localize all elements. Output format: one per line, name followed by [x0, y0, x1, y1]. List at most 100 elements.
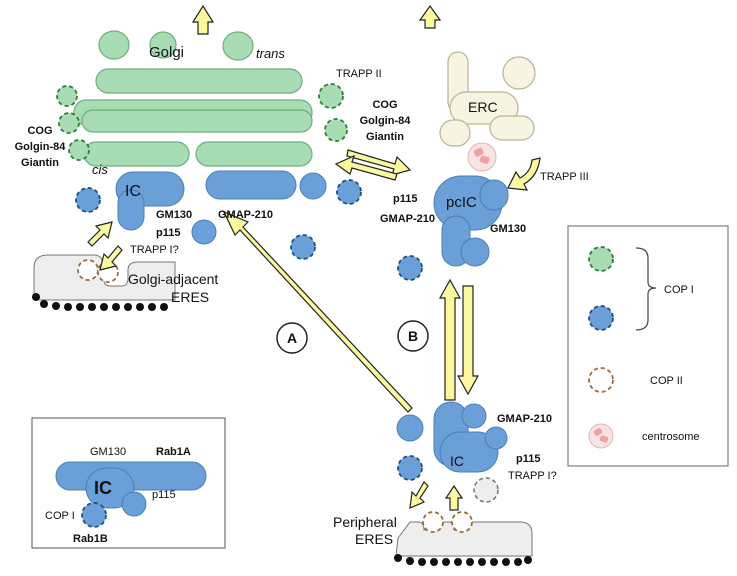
pcic-p115: p115: [393, 193, 417, 205]
trans-label: trans: [256, 46, 285, 61]
cog-right-3: Giantin: [366, 131, 404, 143]
legend-copi-label: COP I: [664, 284, 694, 296]
erc-arm: [489, 115, 535, 141]
inset-rab1a: Rab1A: [156, 446, 191, 458]
copii-vesicle: [77, 259, 99, 281]
erc-arm: [439, 119, 471, 147]
cog-left-1: COG: [27, 125, 52, 137]
legend-copii: [588, 367, 614, 393]
copi-green-vesicles: [56, 83, 348, 161]
trapp3-label: TRAPP III: [540, 171, 589, 183]
cis-label: cis: [92, 162, 108, 177]
copi-blue-vesicle: [336, 179, 362, 205]
golgi-vesicle: [98, 30, 130, 60]
legend-copi-blue: [588, 305, 614, 331]
copi-blue-vesicles-golgi: [75, 179, 362, 260]
route-a: A: [276, 322, 308, 354]
golgi-title: Golgi: [149, 44, 184, 61]
golgi-cisterna-trans: [95, 68, 303, 94]
golgi-vesicle: [149, 31, 177, 59]
arrow-from-erc: [334, 154, 398, 181]
arrow-route-b-up: [438, 278, 462, 401]
ic-vesicle: [396, 414, 424, 442]
golgi-ic-label: IC: [125, 183, 141, 200]
inset-copi: COP I: [45, 510, 75, 522]
cog-right-1: COG: [372, 99, 397, 111]
inset-rab1b: Rab1B: [73, 533, 108, 545]
ic-element: [205, 170, 297, 200]
copi-green-vesicle: [324, 118, 348, 142]
cog-left-3: Giantin: [21, 157, 59, 169]
route-b: B: [397, 320, 429, 352]
peripheral-ic-label: IC: [450, 453, 464, 469]
arrow-ic-eres: [99, 245, 123, 271]
golgi-gm130: GM130: [156, 209, 192, 221]
ribosomes: [32, 293, 168, 311]
pcic-arm: [479, 179, 509, 211]
inset-ic: IC: [94, 478, 112, 498]
cog-left-2: Golgin-84: [15, 141, 67, 153]
golgi-stack: [73, 30, 313, 167]
pcic: [433, 175, 509, 267]
golgi-gmap210: GMAP-210: [218, 209, 273, 221]
route-a-label: A: [287, 330, 297, 346]
peripheral-eres-line1: Peripheral: [333, 514, 397, 530]
peripheral-eres: [394, 511, 533, 566]
trapp2-label: TRAPP II: [336, 68, 382, 80]
arrow-to-erc: [346, 149, 412, 176]
ic-vesicle: [191, 219, 217, 245]
cog-right-2: Golgin-84: [360, 115, 412, 127]
golgi-trapp1: TRAPP I?: [130, 244, 179, 256]
erc: [439, 51, 536, 147]
golgi-cisterna: [81, 109, 313, 133]
arrow-peripheral-up: [444, 484, 464, 511]
golgi-ic: [115, 170, 327, 245]
ic-tail: [117, 189, 145, 231]
pcic-vesicle: [460, 237, 490, 267]
ic-vesicle: [461, 403, 487, 429]
arrow-golgi-out: [191, 4, 215, 35]
route-a-circle: [276, 322, 308, 354]
inset-ic-shape: [55, 461, 207, 517]
copii-vesicle: [451, 511, 473, 533]
golgi-cisterna: [195, 141, 313, 167]
copi-green-vesicle: [68, 139, 90, 161]
copi-blue-vesicle: [290, 234, 316, 260]
arrow-eres-ic: [87, 221, 113, 247]
legend: COP I COP II centrosome: [567, 225, 729, 467]
erc-vesicle: [502, 56, 536, 90]
inset-box: GM130 Rab1A IC p115 COP I Rab1B: [31, 417, 226, 549]
legend-centrosome-label: centrosome: [642, 431, 699, 443]
arrow-erc-pcic: [507, 157, 541, 191]
inset-gm130: GM130: [90, 446, 126, 458]
legend-centrosome-icon: [588, 423, 614, 449]
ic-vesicle: [484, 426, 508, 450]
pcic-gm130: GM130: [490, 223, 526, 235]
arrows: [87, 4, 541, 511]
er-membrane: [33, 254, 176, 301]
arrow-route-a: [222, 210, 413, 413]
ic-arm: [439, 431, 499, 473]
arrow-route-b-down: [456, 285, 480, 396]
peripheral-eres-line2: ERES: [355, 531, 393, 547]
golgi-vesicle: [222, 31, 254, 61]
peripheral-p115: p115: [516, 453, 540, 465]
copi-green-vesicle: [318, 83, 344, 109]
copi-green-vesicle: [58, 112, 80, 134]
pcic-label: pcIC: [446, 194, 477, 211]
copi-green-vesicle: [56, 85, 78, 107]
legend-brace: [635, 247, 657, 331]
copi-blue-vesicle: [397, 255, 423, 281]
peripheral-trapp1: TRAPP I?: [508, 470, 557, 482]
peripheral-ic: [396, 401, 508, 473]
pcic-gmap210: GMAP-210: [380, 213, 435, 225]
copi-blue-vesicle: [75, 187, 101, 213]
legend-copi-green: [588, 246, 614, 272]
inset-p115: p115: [152, 489, 176, 501]
golgi-p115: p115: [156, 227, 180, 239]
golgi-eres-line2: ERES: [171, 289, 209, 305]
route-b-circle: [397, 320, 429, 352]
inset-copi-vesicle: [81, 502, 107, 528]
